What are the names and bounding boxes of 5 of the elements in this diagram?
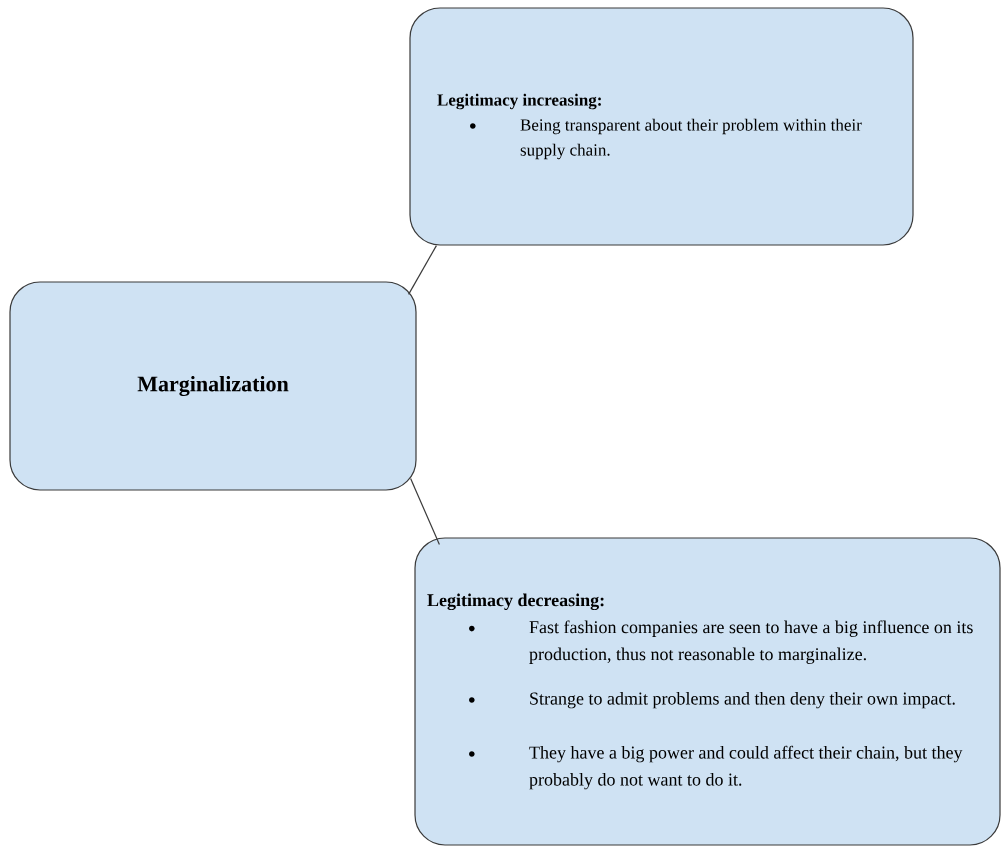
connector-line — [408, 245, 437, 295]
topic-box: Marginalization — [9, 281, 417, 491]
note-box: Legitimacy decreasing: Fast fashion companies are seen to have a big influence on its production, thus not reasonable to marginalize. Strange to admit problems and then deny their own impact. They have a big power and could affect their chain, but they probably do not want to do it. — [414, 537, 1001, 846]
connector-line — [410, 477, 440, 545]
note-box: Legitimacy increasing: Being transparent about their problem within their supply chain. — [409, 7, 914, 246]
